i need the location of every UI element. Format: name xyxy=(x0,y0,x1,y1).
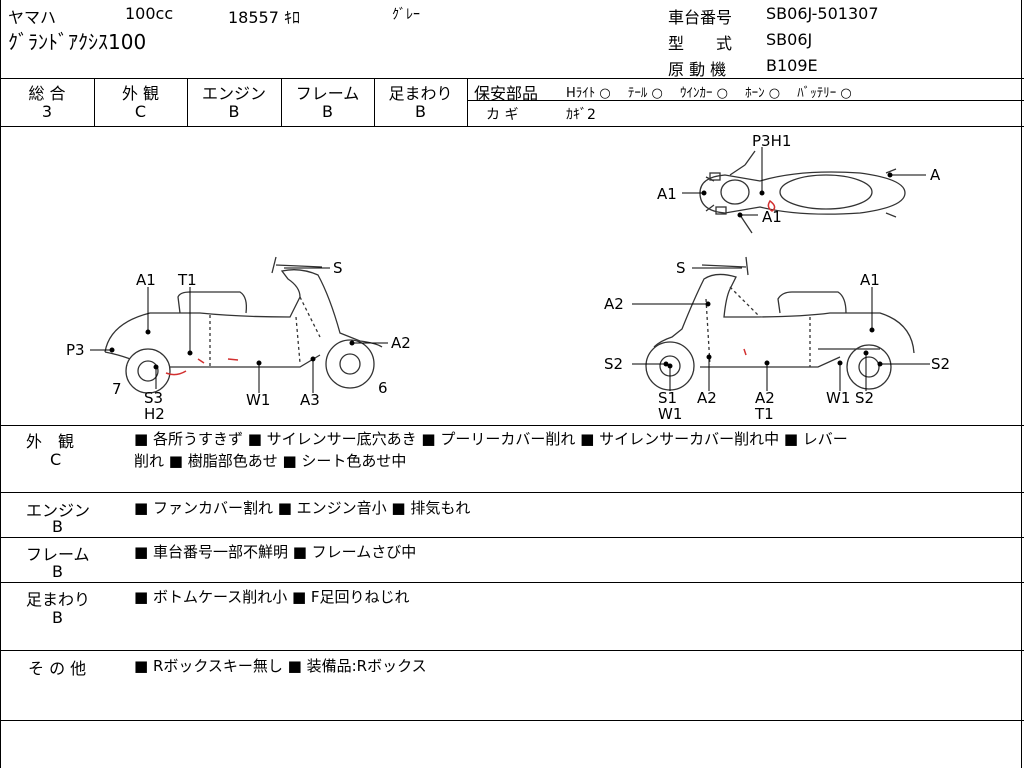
section-exterior-grade: C xyxy=(50,450,62,469)
label-right-s2-left: S2 xyxy=(604,355,623,373)
divider xyxy=(374,78,375,126)
divider xyxy=(281,78,282,126)
safety-items: Hﾗｲﾄ ○ ﾃｰﾙ ○ ｳｲﾝｶｰ ○ ﾎｰﾝ ○ ﾊﾞｯﾃﾘｰ ○ xyxy=(566,86,852,101)
divider xyxy=(0,650,1024,651)
label-top-a1-left: A1 xyxy=(657,185,677,203)
grade-engine-value: B xyxy=(228,102,240,121)
label-top-a: A xyxy=(930,166,941,184)
divider xyxy=(0,492,1024,493)
mileage: 18557 ｷﾛ xyxy=(228,8,300,27)
engine-value: B109E xyxy=(766,56,818,75)
section-other-line1: ■ Rボックスキー無し ■ 装備品:Rボックス xyxy=(134,657,427,675)
damage-marks xyxy=(165,199,776,376)
type-value: SB06J xyxy=(766,30,813,49)
label-left-w1: W1 xyxy=(246,391,270,409)
label-right-a2-mid: A2 xyxy=(755,389,775,407)
label-right-s2-bottom: S2 xyxy=(855,389,874,407)
divider xyxy=(468,100,1024,101)
left-side-scooter xyxy=(104,256,383,394)
section-engine-label: エンジン xyxy=(26,501,91,520)
label-left-h2: H2 xyxy=(144,405,165,423)
label-right-w1-right: W1 xyxy=(826,389,850,407)
divider xyxy=(0,537,1024,538)
label-top-a1-bottom: A1 xyxy=(762,208,782,226)
divider xyxy=(467,78,468,126)
grade-frame-label: フレーム xyxy=(295,84,360,103)
grade-exterior-value: C xyxy=(134,102,147,121)
border-left xyxy=(0,0,1,768)
section-frame-label: フレーム xyxy=(26,545,90,564)
label-right-a1: A1 xyxy=(860,271,880,289)
color: ｸﾞﾚｰ xyxy=(392,7,420,23)
label-right-a2-bottom: A2 xyxy=(697,389,717,407)
section-suspension-grade: B xyxy=(52,608,63,627)
key-label: カ ギ xyxy=(486,107,519,123)
safety-label: 保安部品 xyxy=(474,84,539,103)
divider xyxy=(187,78,188,126)
grade-suspension-value: B xyxy=(415,102,426,121)
section-suspension-line1: ■ ボトムケース削れ小 ■ F足回りねじれ xyxy=(134,588,410,606)
label-left-7: 7 xyxy=(112,380,122,398)
label-left-a2: A2 xyxy=(391,334,411,352)
section-exterior-line1: ■ 各所うすきず ■ サイレンサー底穴あき ■ プーリーカバー削れ ■ サイレン… xyxy=(134,430,848,448)
divider xyxy=(0,582,1024,583)
grade-exterior-label: 外 観 xyxy=(121,84,160,103)
frame-no: SB06J-501307 xyxy=(766,4,879,23)
section-exterior-line2: 削れ ■ 樹脂部色あせ ■ シート色あせ中 xyxy=(134,452,407,470)
grade-total-value: 3 xyxy=(41,102,53,121)
label-left-a3: A3 xyxy=(300,391,320,409)
frame-no-label: 車台番号 xyxy=(668,8,733,27)
grade-engine-label: エンジン xyxy=(201,84,266,103)
scooter-damage-diagram: P3H1 A1 A1 A A1 T1 S A2 P3 7 S3 H2 W1 A3… xyxy=(66,132,950,423)
label-right-s1: S1 xyxy=(658,389,677,407)
label-top-p3h1: P3H1 xyxy=(752,132,791,150)
model-name: ｸﾞﾗﾝﾄﾞｱｸｼｽ100 xyxy=(8,30,147,54)
label-right-s: S xyxy=(676,259,686,277)
label-right-t1: T1 xyxy=(754,405,774,423)
section-frame-grade: B xyxy=(52,562,63,581)
label-right-w1-left: W1 xyxy=(658,405,682,423)
maker: ヤマハ xyxy=(8,8,57,27)
grade-total-label: 総 合 xyxy=(28,84,66,103)
key-value: ｶｷﾞ2 xyxy=(566,107,596,123)
section-engine-line1: ■ ファンカバー割れ ■ エンジン音小 ■ 排気もれ xyxy=(134,499,471,517)
section-frame-line1: ■ 車台番号一部不鮮明 ■ フレームさび中 xyxy=(134,543,417,561)
section-engine-grade: B xyxy=(52,517,63,536)
engine-label: 原 動 機 xyxy=(668,60,727,79)
divider xyxy=(0,78,1024,79)
grade-frame-value: B xyxy=(322,102,333,121)
label-right-a2-top: A2 xyxy=(604,295,624,313)
right-side-scooter xyxy=(645,256,915,391)
label-left-s3: S3 xyxy=(144,389,163,407)
label-right-s2-right: S2 xyxy=(931,355,950,373)
divider xyxy=(0,425,1024,426)
label-left-p3: P3 xyxy=(66,341,85,359)
divider xyxy=(94,78,95,126)
label-left-6: 6 xyxy=(378,379,388,397)
label-left-t1: T1 xyxy=(177,271,197,289)
section-exterior-label: 外 観 xyxy=(26,432,75,451)
displacement: 100cc xyxy=(125,4,174,23)
section-suspension-label: 足まわり xyxy=(26,590,91,609)
divider xyxy=(0,126,1024,127)
grade-suspension-label: 足まわり xyxy=(388,84,453,103)
label-left-s: S xyxy=(333,259,343,277)
top-view-scooter xyxy=(699,150,906,234)
border-right xyxy=(1021,0,1022,768)
divider xyxy=(0,720,1024,721)
section-other-label: そ の 他 xyxy=(28,659,87,678)
type-label: 型 式 xyxy=(668,34,733,53)
label-left-a1: A1 xyxy=(136,271,156,289)
